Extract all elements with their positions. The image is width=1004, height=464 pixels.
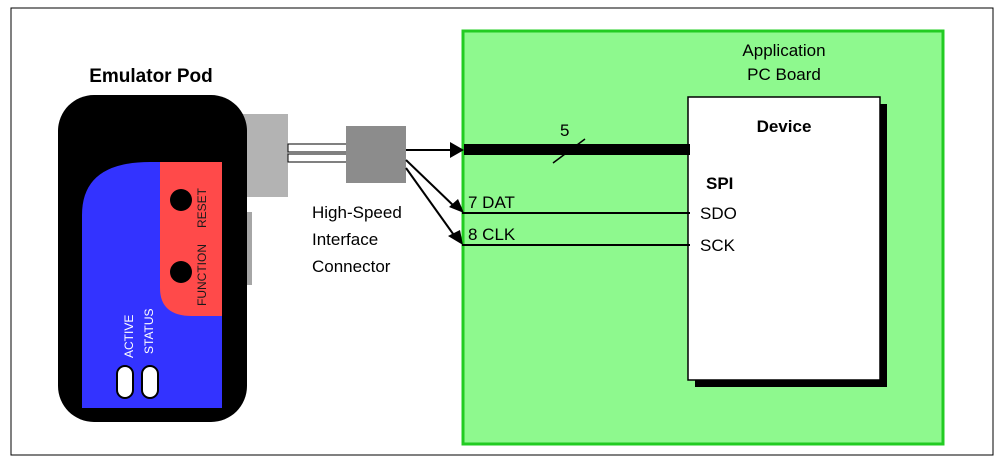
board-title-line2: PC Board bbox=[747, 65, 821, 84]
connector-label-line2: Interface bbox=[312, 230, 378, 249]
spi-label: SPI bbox=[706, 174, 733, 193]
device-title: Device bbox=[757, 117, 812, 136]
ribbon-cable-bottom bbox=[287, 153, 349, 163]
bus-arrowhead bbox=[450, 142, 464, 158]
bus-width-label: 5 bbox=[560, 121, 569, 140]
bus-5wire bbox=[464, 144, 690, 155]
connector-label-line1: High-Speed bbox=[312, 203, 402, 222]
clk-arrowhead bbox=[448, 230, 463, 245]
dat-arrowhead bbox=[449, 199, 464, 213]
active-label: ACTIVE bbox=[122, 315, 136, 358]
clk-label: 8 CLK bbox=[468, 225, 516, 244]
active-led bbox=[116, 365, 134, 399]
function-button[interactable] bbox=[170, 261, 192, 283]
pod-title: Emulator Pod bbox=[89, 66, 213, 87]
sck-label: SCK bbox=[700, 236, 736, 255]
dat-label: 7 DAT bbox=[468, 193, 515, 212]
sdo-label: SDO bbox=[700, 204, 737, 223]
bus-width-slash bbox=[552, 138, 586, 164]
status-label: STATUS bbox=[142, 308, 156, 354]
pod-red-panel bbox=[160, 162, 222, 316]
device-box bbox=[687, 96, 881, 381]
reset-button[interactable] bbox=[170, 189, 192, 211]
status-led bbox=[141, 365, 159, 399]
function-label: FUNCTION bbox=[195, 244, 209, 306]
interface-connector bbox=[346, 126, 406, 183]
board-title-line1: Application bbox=[742, 41, 825, 60]
reset-label: RESET bbox=[195, 187, 209, 228]
ribbon-cable-top bbox=[287, 143, 349, 153]
dat-diagonal bbox=[405, 159, 457, 209]
connector-label-line3: Connector bbox=[312, 257, 391, 276]
clk-diagonal bbox=[405, 167, 457, 239]
